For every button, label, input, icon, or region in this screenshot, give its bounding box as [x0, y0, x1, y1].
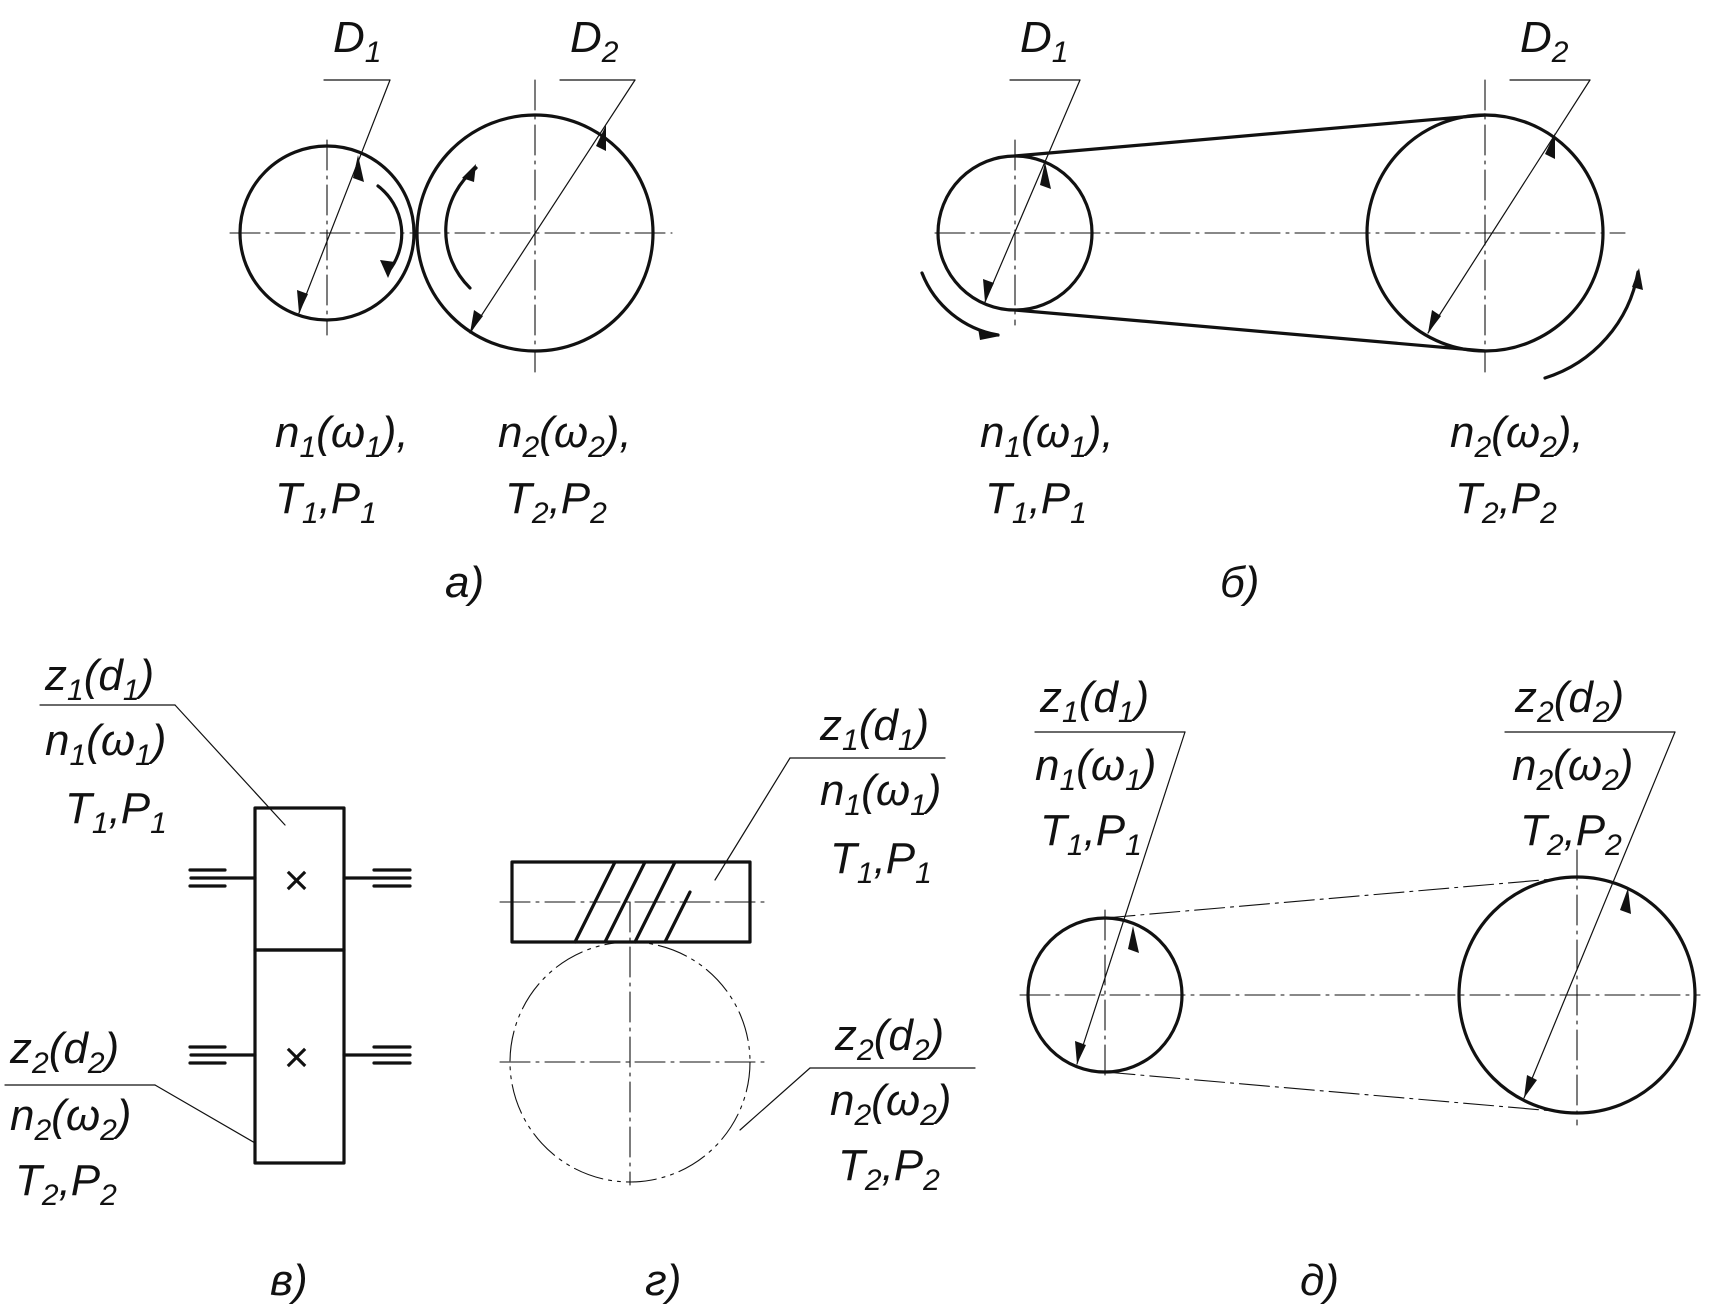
arrowhead — [1524, 1075, 1537, 1098]
right-params-line2: n2(ω2) — [1512, 741, 1633, 797]
d2-dimension-line — [1523, 731, 1676, 1099]
bottom-params-line1: z2(d2) — [9, 1024, 119, 1080]
arrowhead — [1632, 268, 1643, 290]
panel-d: z1(d1) n1(ω1) T1,P1 z2(d2) n2(ω2) T2,P2 … — [1019, 673, 1701, 1305]
rotation-arrow-1 — [376, 184, 404, 274]
helical-tooth-line — [603, 860, 647, 944]
right-params-line3: T2,P2 — [1520, 806, 1622, 862]
chain-lower-branch — [1104, 1071, 1578, 1114]
arrowhead — [462, 164, 476, 182]
d1-dimension-line — [1076, 731, 1186, 1065]
arrowhead — [380, 260, 395, 278]
gear-1-cross-mark: × — [283, 856, 309, 905]
arrowhead — [353, 155, 364, 182]
panel-a: D1 D2 n1(ω1), T1,P1 n2(ω2), T2,P2 а) — [229, 13, 673, 607]
bottom-label-leader — [739, 1067, 811, 1131]
d1-label: D1 — [333, 13, 381, 69]
d1-label: D1 — [1020, 13, 1068, 69]
arrowhead — [1545, 133, 1555, 159]
large-wheel — [415, 113, 655, 353]
left-params-line1: z1(d1) — [1039, 673, 1149, 729]
arrowhead — [1620, 888, 1631, 914]
right-params-line2: T2,P2 — [1455, 474, 1557, 530]
belt-upper-branch — [1013, 113, 1487, 158]
rotation-arrow-2 — [444, 166, 478, 290]
helical-tooth-line — [573, 860, 617, 944]
left-params-line2: T1,P1 — [985, 474, 1087, 530]
caption-b: б) — [1220, 558, 1259, 607]
arrowhead — [1128, 926, 1139, 953]
d2-label: D2 — [570, 13, 619, 69]
top-params-line1: z1(d1) — [819, 701, 929, 757]
arrowhead — [297, 290, 308, 313]
caption-g: г) — [645, 1256, 681, 1305]
top-params-line2: n1(ω1) — [820, 766, 941, 822]
top-label-leader — [174, 704, 286, 826]
right-params-line1: n2(ω2), — [1450, 408, 1584, 464]
helical-tooth-line — [663, 890, 692, 944]
panel-b: D1 D2 n1(ω1), T1,P1 n2(ω2), T2,P2 б) — [920, 13, 1643, 607]
top-params-line2: n1(ω1) — [45, 716, 166, 772]
gear-2-cross-mark: × — [283, 1033, 309, 1082]
left-params-line1: n1(ω1), — [980, 408, 1114, 464]
caption-a: а) — [445, 558, 484, 607]
arrowhead — [470, 310, 483, 333]
bottom-params-line3: T2,P2 — [15, 1156, 117, 1212]
bottom-params-line2: n2(ω2) — [10, 1091, 131, 1147]
arrowhead — [983, 279, 994, 302]
arrowhead — [1075, 1041, 1086, 1064]
caption-d: д) — [1300, 1256, 1339, 1305]
d2-label: D2 — [1520, 13, 1569, 69]
arrowhead — [978, 328, 1000, 340]
top-params-line3: T1,P1 — [830, 834, 932, 890]
left-params-line1: n1(ω1), — [275, 408, 409, 464]
top-params-line1: z1(d1) — [44, 651, 154, 707]
small-wheel — [238, 144, 416, 322]
panel-g: z1(d1) n1(ω1) T1,P1 z2(d2) n2(ω2) T2,P2 … — [499, 701, 976, 1305]
caption-v: в) — [270, 1256, 308, 1305]
arrowhead — [596, 125, 606, 151]
chain-upper-branch — [1104, 876, 1578, 919]
arrowhead — [1428, 310, 1441, 333]
right-params-line2: T2,P2 — [505, 474, 607, 530]
left-params-line2: T1,P1 — [275, 474, 377, 530]
d1-dimension-line — [298, 79, 391, 314]
top-params-line3: T1,P1 — [65, 784, 167, 840]
bottom-label-leader — [154, 1084, 256, 1144]
d2-dimension-line — [469, 79, 636, 334]
helical-tooth-line — [633, 860, 677, 944]
arrowhead — [1040, 162, 1051, 189]
d1-dimension-line — [984, 79, 1081, 303]
bottom-params-line1: z2(d2) — [834, 1011, 944, 1067]
left-params-line3: T1,P1 — [1040, 806, 1142, 862]
bottom-params-line2: n2(ω2) — [830, 1076, 951, 1132]
rotation-arrow-2 — [1543, 270, 1640, 380]
top-label-leader — [714, 757, 791, 881]
left-params-line2: n1(ω1) — [1035, 741, 1156, 797]
right-params-line1: z2(d2) — [1514, 673, 1624, 729]
bottom-params-line3: T2,P2 — [838, 1141, 940, 1197]
d2-dimension-line — [1427, 79, 1591, 334]
panel-v: × × z1(d1) n1(ω1) T1,P1 z2(d2) n2(ω2) T2… — [4, 651, 412, 1305]
belt-lower-branch — [1013, 308, 1487, 353]
right-params-line1: n2(ω2), — [498, 408, 632, 464]
